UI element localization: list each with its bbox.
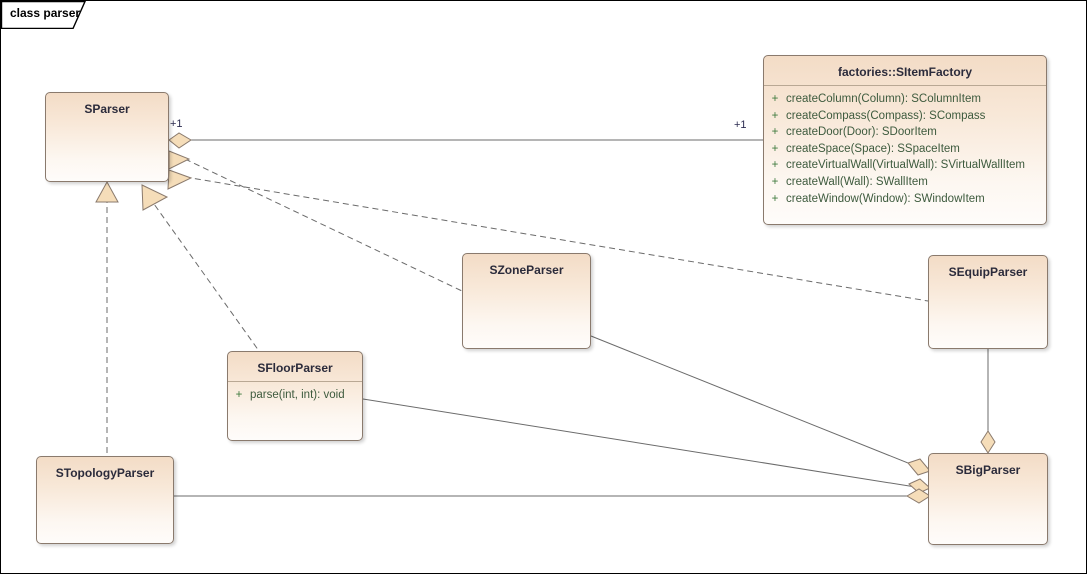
connector-szoneparser-sbigparser	[590, 335, 929, 472]
class-separator-sfloorparser	[228, 381, 362, 382]
realization-arrow-szoneparser	[168, 150, 191, 170]
operation-signature: createCompass(Compass): SCompass	[786, 109, 986, 122]
aggregation-diamond-sbigparser-stopologyparser	[906, 488, 931, 504]
operation-row: + createWindow(Window): SWindowItem	[764, 191, 1046, 208]
operation-signature: createWindow(Window): SWindowItem	[786, 192, 985, 205]
class-name-sitemfactory: factories::SItemFactory	[837, 65, 973, 79]
realization-arrow-sfloorparser	[141, 184, 169, 211]
multiplicity-label-factory: +1	[734, 119, 747, 131]
operations-list-sitemfactory: + createColumn(Column): SColumnItem + cr…	[764, 86, 1046, 211]
connector-sfloorparser-sbigparser	[362, 398, 929, 490]
operations-list-sfloorparser: + parse(int, int): void	[228, 382, 362, 408]
class-name-sfloorparser: SFloorParser	[257, 361, 333, 375]
operation-visibility: +	[771, 126, 779, 139]
operation-row: + createSpace(Space): SSpaceItem	[764, 141, 1046, 158]
aggregation-diamond-sparser-factory	[168, 132, 192, 149]
class-box-sequipparser[interactable]: SEquipParser	[928, 255, 1048, 349]
operation-row: + createVirtualWall(VirtualWall): SVirtu…	[764, 157, 1046, 174]
class-name-sequipparser: SEquipParser	[948, 265, 1028, 279]
operation-visibility: +	[771, 142, 779, 155]
operation-row: + parse(int, int): void	[228, 387, 362, 404]
operation-row: + createDoor(Door): SDoorItem	[764, 124, 1046, 141]
class-box-sparser[interactable]: SParser	[45, 92, 169, 182]
class-name-sparser: SParser	[84, 102, 130, 116]
operation-signature: createWall(Wall): SWallItem	[786, 175, 928, 188]
multiplicity-label-sparser: +1	[170, 118, 183, 130]
class-separator-sitemfactory	[764, 85, 1046, 86]
aggregation-diamond-sbigparser-szoneparser	[907, 458, 931, 476]
operation-signature: createSpace(Space): SSpaceItem	[786, 142, 960, 155]
operation-row: + createColumn(Column): SColumnItem	[764, 91, 1046, 108]
operation-visibility: +	[771, 159, 779, 172]
operation-visibility: +	[771, 192, 779, 205]
operation-visibility: +	[771, 175, 779, 188]
class-box-sitemfactory[interactable]: factories::SItemFactory + createColumn(C…	[763, 55, 1047, 225]
operation-signature: createDoor(Door): SDoorItem	[786, 126, 937, 139]
frame-label-tab: class parser	[1, 1, 101, 29]
class-name-stopologyparser: STopologyParser	[55, 466, 155, 480]
class-box-sfloorparser[interactable]: SFloorParser + parse(int, int): void	[227, 351, 363, 441]
connector-sparser-sfloorparser	[148, 196, 260, 352]
frame-label-text: class parser	[10, 6, 81, 20]
class-box-sbigparser[interactable]: SBigParser	[928, 453, 1048, 545]
aggregation-diamond-sbigparser-sfloorparser	[908, 478, 931, 494]
class-name-szoneparser: SZoneParser	[489, 263, 564, 277]
operation-visibility: +	[235, 389, 243, 401]
operation-signature: createVirtualWall(VirtualWall): SVirtual…	[786, 159, 1026, 172]
operation-signature: parse(int, int): void	[250, 389, 345, 401]
connector-sparser-szoneparser	[184, 158, 463, 292]
operation-visibility: +	[771, 93, 779, 105]
operation-row: + createCompass(Compass): SCompass	[764, 108, 1046, 125]
operation-row: + createWall(Wall): SWallItem	[764, 174, 1046, 191]
class-name-sbigparser: SBigParser	[955, 463, 1021, 477]
realization-arrow-sequipparser	[167, 169, 193, 190]
class-box-stopologyparser[interactable]: STopologyParser	[36, 456, 174, 544]
generalization-arrow-stopologyparser	[95, 180, 119, 203]
class-box-szoneparser[interactable]: SZoneParser	[462, 253, 591, 349]
frame-tab-shape	[1, 1, 86, 29]
operation-signature: createColumn(Column): SColumnItem	[786, 93, 981, 105]
aggregation-diamond-sbigparser-sequipparser	[980, 430, 996, 454]
operation-visibility: +	[771, 109, 779, 122]
